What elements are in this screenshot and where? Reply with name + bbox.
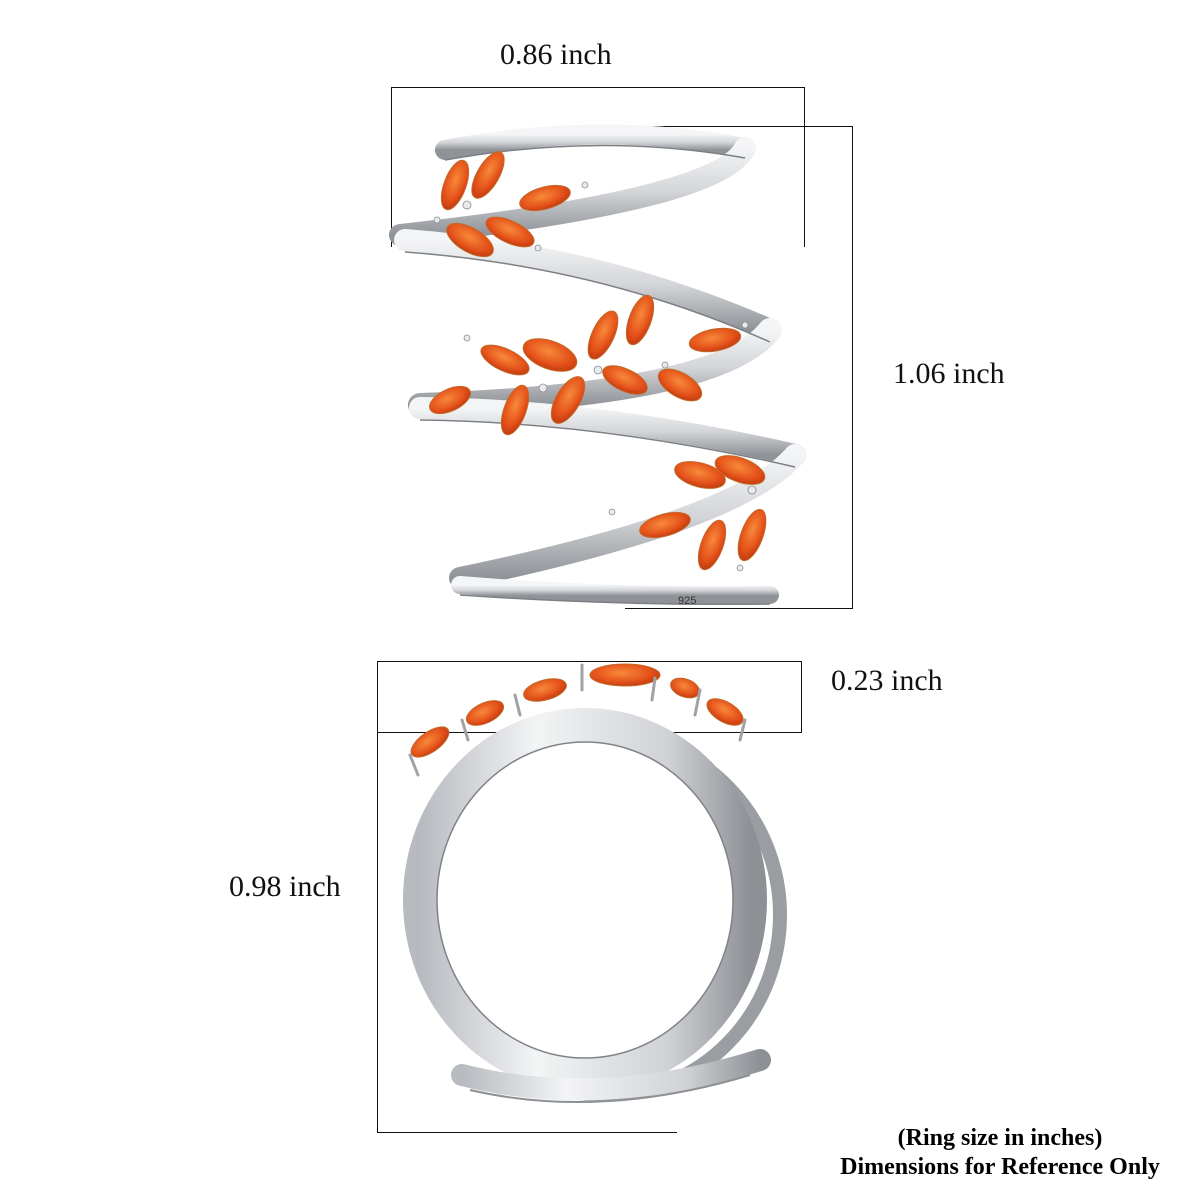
height-dimension-label: 1.06 inch (893, 357, 1005, 390)
height-dimension-bracket (625, 126, 853, 609)
footnote-reference-only: Dimensions for Reference Only (840, 1154, 1160, 1180)
footnote: (Ring size in inches) Dimensions for Ref… (800, 1124, 1200, 1182)
hallmark-925: 925 (678, 595, 696, 607)
width-dimension-label: 0.86 inch (500, 38, 612, 71)
width-dimension-bracket (391, 87, 805, 247)
band-top-height-label: 0.23 inch (831, 664, 943, 697)
footnote-ring-size: (Ring size in inches) (897, 1125, 1103, 1151)
side-height-bracket (377, 661, 677, 1133)
side-height-label: 0.98 inch (229, 870, 341, 903)
